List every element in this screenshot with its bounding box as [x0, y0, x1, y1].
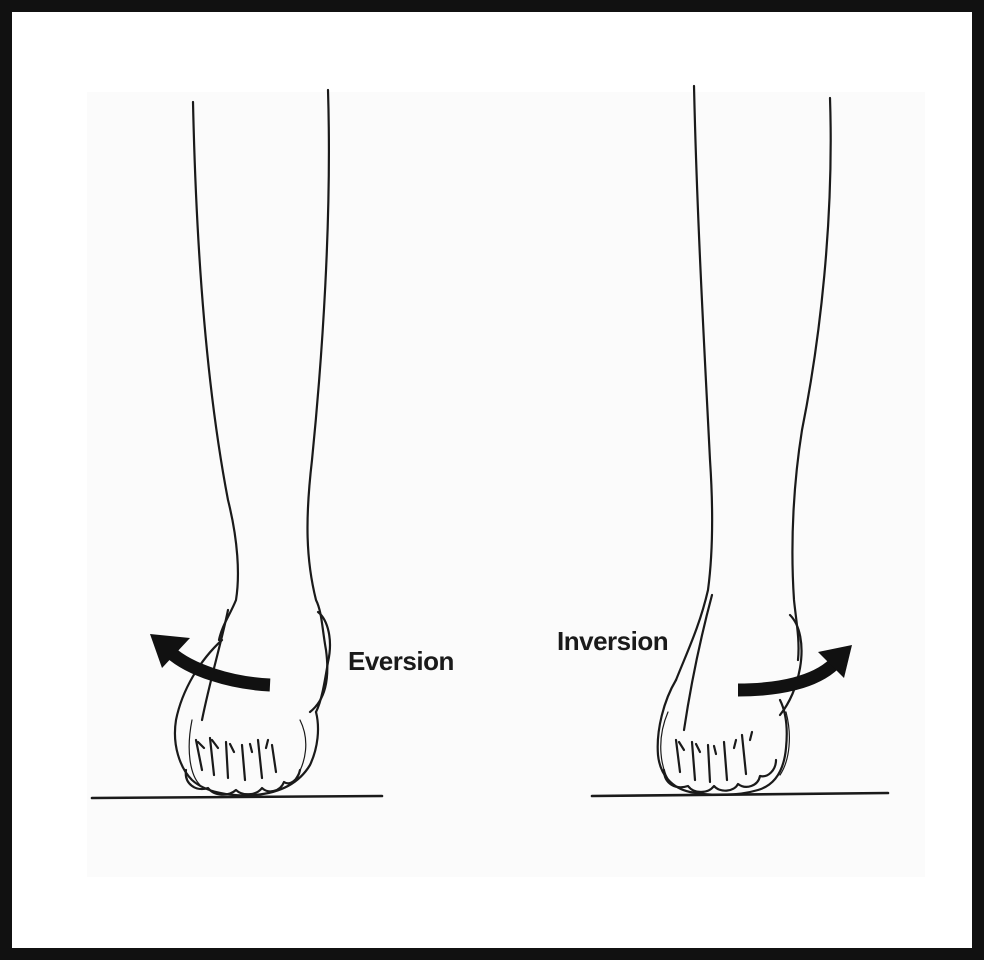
left-leg-medial-line — [193, 102, 238, 640]
right-ground-line — [592, 793, 888, 796]
inversion-arrow-icon — [738, 645, 852, 690]
eversion-label: Eversion — [348, 646, 454, 677]
left-foot-toe-lines — [196, 738, 276, 780]
right-foot-toes — [664, 760, 776, 792]
right-foot-outline — [658, 680, 787, 795]
left-ground-line — [92, 796, 382, 798]
left-foot-inner-line — [202, 610, 228, 720]
right-leg-lateral-line — [792, 98, 830, 660]
left-foot-ghost-outline — [189, 720, 306, 785]
left-leg-lateral-line — [307, 90, 328, 712]
inversion-label: Inversion — [557, 626, 668, 657]
right-ankle-malleolus — [780, 615, 802, 715]
eversion-arrow-icon — [150, 634, 270, 685]
right-leg-medial-line — [676, 86, 712, 680]
right-foot-inner-line — [684, 595, 712, 730]
left-foot-toes — [186, 770, 300, 795]
